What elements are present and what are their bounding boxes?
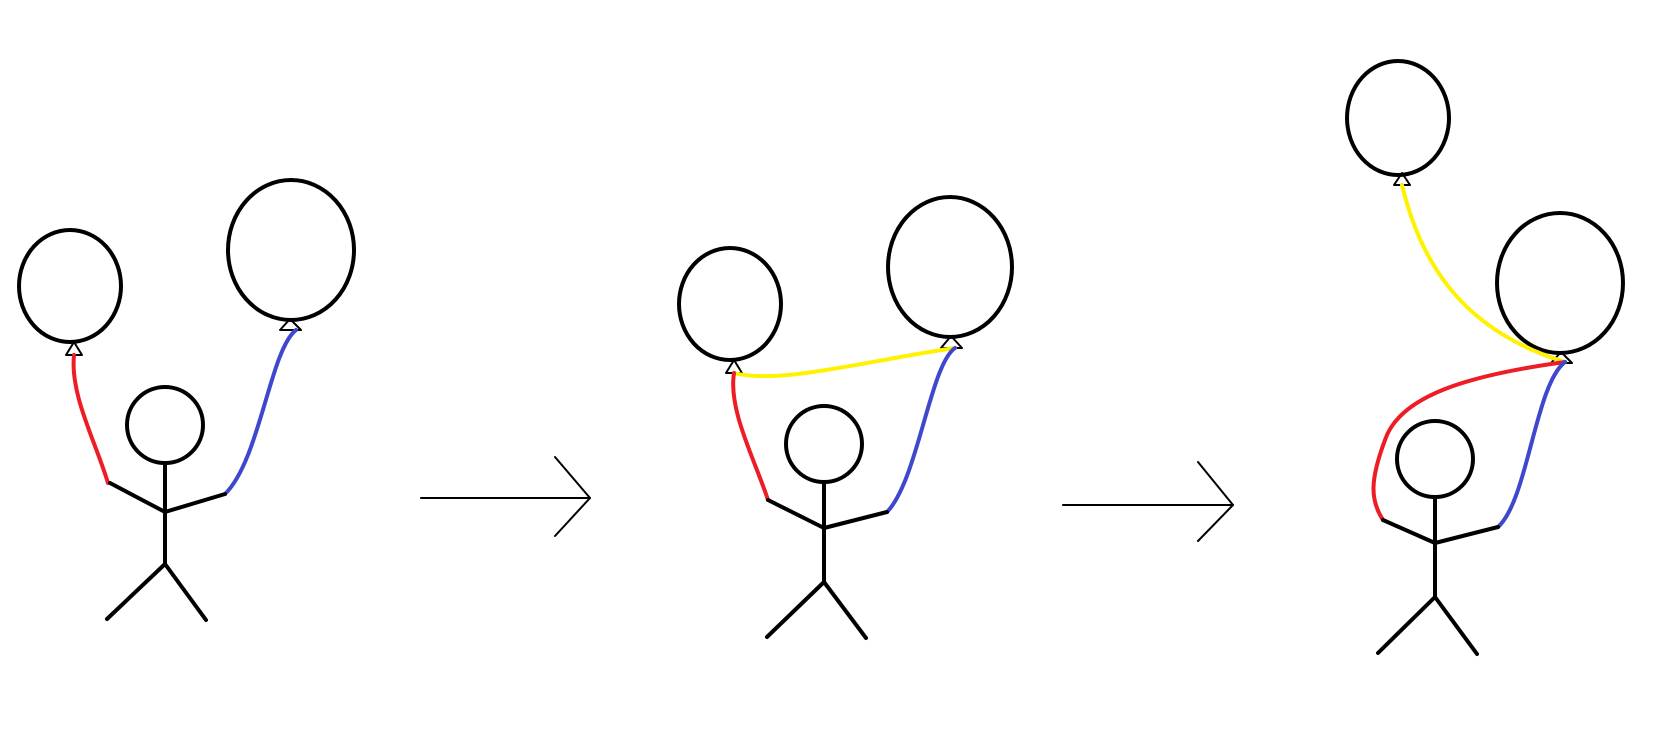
balloon-body xyxy=(677,246,783,362)
legs xyxy=(765,580,868,640)
red-string xyxy=(1371,360,1567,522)
panel-3 xyxy=(1345,59,1625,656)
panel-2-stick-figure xyxy=(765,404,889,640)
panel-2-right-balloon xyxy=(886,195,1014,349)
yellow-string xyxy=(732,346,957,379)
balloon-body xyxy=(17,228,123,344)
red-string xyxy=(71,353,110,485)
panel-2 xyxy=(677,195,1014,640)
blue-string xyxy=(885,346,957,514)
red-string xyxy=(731,371,770,502)
balloon-body xyxy=(886,195,1014,339)
balloon-knot xyxy=(279,318,302,331)
panel-3-floating-balloon xyxy=(1345,59,1451,186)
blue-string xyxy=(223,328,298,496)
yellow-string xyxy=(1400,183,1567,364)
blue-string xyxy=(1496,360,1567,529)
panel-1 xyxy=(17,178,356,622)
balloon-body xyxy=(226,178,356,322)
balloon-body xyxy=(1345,59,1451,177)
arrow-2 xyxy=(1062,461,1234,542)
panel-1-left-balloon xyxy=(17,228,123,356)
legs xyxy=(1376,595,1479,656)
head xyxy=(784,404,864,484)
legs xyxy=(105,562,208,622)
arms xyxy=(108,481,227,514)
arrow-head xyxy=(554,456,591,537)
panel-2-left-balloon xyxy=(677,246,783,374)
head xyxy=(1395,419,1475,499)
arrow-1 xyxy=(420,456,591,537)
arms xyxy=(1381,518,1500,545)
arrow-head xyxy=(1197,461,1234,542)
head xyxy=(125,385,205,465)
panel-1-stick-figure xyxy=(105,385,227,622)
panel-3-stick-figure xyxy=(1376,419,1500,656)
panel-1-right-balloon xyxy=(226,178,356,331)
arms xyxy=(766,498,889,530)
balloon-body xyxy=(1495,211,1625,355)
